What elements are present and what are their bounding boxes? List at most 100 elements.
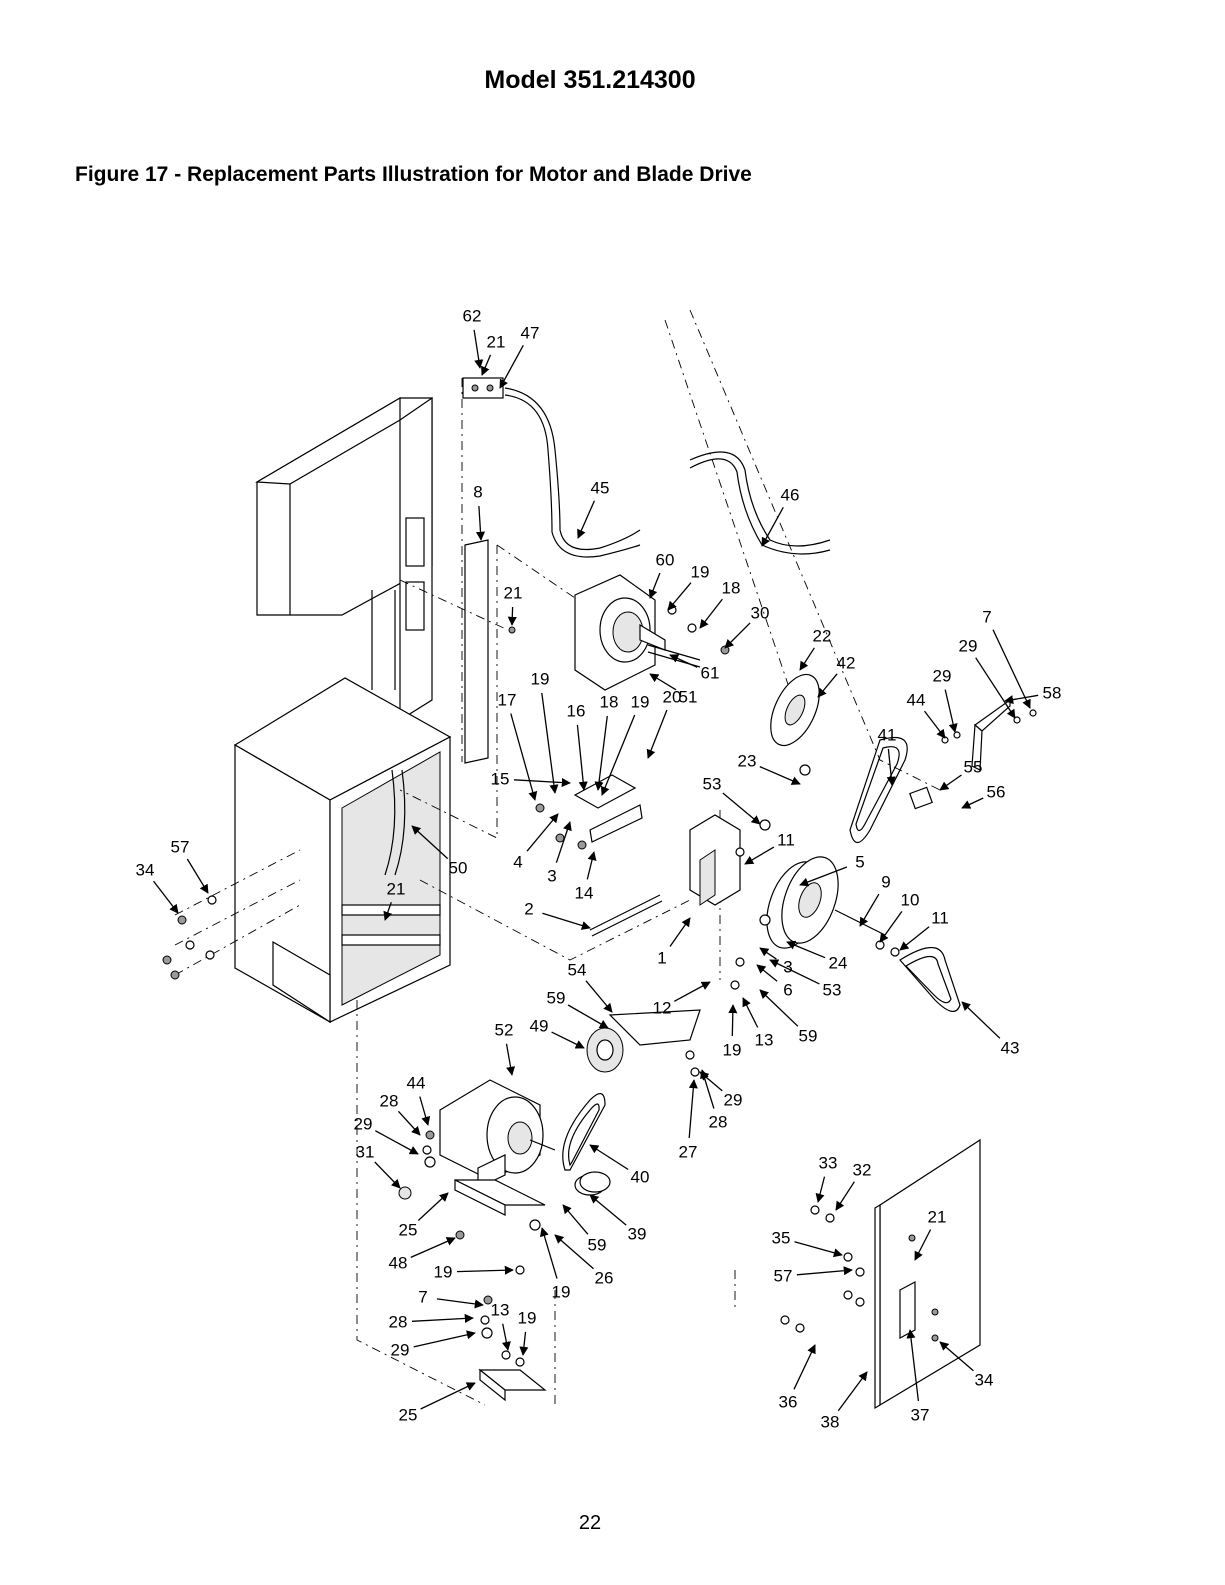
callout-3: 47	[521, 324, 540, 343]
leader-arrow-29	[759, 766, 801, 785]
callout-68: 39	[628, 1225, 647, 1244]
leader-arrow-56	[728, 1004, 738, 1037]
leader-arrow-37	[799, 866, 848, 887]
callout-17: 29	[959, 637, 978, 656]
callout-34: 4	[513, 853, 522, 872]
switch-and-cords	[462, 377, 831, 558]
callout-15: 42	[837, 654, 856, 673]
leader-arrow-4	[475, 505, 486, 541]
callout-49: 53	[823, 981, 842, 1000]
callout-6: 46	[781, 486, 800, 505]
lower-cabinet	[233, 677, 452, 1024]
callout-64: 29	[724, 1091, 743, 1110]
callout-48: 3	[783, 958, 792, 977]
tension-lever	[909, 698, 1011, 810]
callout-23: 17	[498, 691, 517, 710]
leader-arrow-27	[646, 709, 668, 759]
callout-21: 58	[1043, 684, 1062, 703]
callout-87: 36	[779, 1393, 798, 1412]
mounting-plate	[464, 539, 489, 764]
motor-bracket-54	[608, 1009, 701, 1046]
leader-arrow-81	[815, 1176, 826, 1203]
leader-arrow-28	[513, 777, 571, 788]
leader-arrow-63	[374, 1161, 401, 1189]
leader-arrow-77	[519, 1331, 529, 1356]
leader-arrow-57	[742, 997, 759, 1028]
leader-arrow-84	[794, 1241, 843, 1258]
callout-44: 11	[931, 909, 949, 928]
leader-arrow-59	[961, 1001, 1001, 1039]
callout-41: 21	[387, 880, 406, 899]
callout-77: 19	[518, 1309, 537, 1328]
leader-arrow-75	[436, 1298, 484, 1309]
callout-85: 57	[774, 1267, 793, 1286]
callout-81: 33	[819, 1154, 838, 1173]
callout-70: 59	[588, 1236, 607, 1255]
figure-caption: Figure 17 - Replacement Parts Illustrati…	[75, 163, 752, 186]
leader-arrow-16	[992, 629, 1031, 709]
leader-arrow-82	[835, 1181, 855, 1211]
leader-arrow-49	[769, 959, 820, 985]
leader-arrow-74	[456, 1265, 514, 1275]
leader-arrow-71	[410, 1237, 456, 1258]
leader-arrow-54	[505, 1043, 516, 1076]
callout-74: 19	[434, 1263, 453, 1282]
leader-arrow-32	[961, 797, 984, 809]
callout-78: 28	[389, 1313, 408, 1332]
callout-79: 29	[391, 1341, 410, 1360]
callout-33: 11	[777, 831, 795, 850]
motor-pulley-49	[586, 1027, 624, 1073]
callout-29: 23	[738, 752, 757, 771]
lower-v-belt	[899, 946, 961, 1012]
callout-69: 25	[399, 1221, 418, 1240]
callout-75: 7	[418, 1288, 427, 1307]
callout-16: 7	[982, 608, 991, 627]
motor-mount-brackets	[454, 1179, 547, 1402]
leader-arrow-2	[480, 354, 492, 376]
callout-52: 59	[547, 989, 566, 1008]
callout-61: 28	[380, 1092, 399, 1111]
callout-20: 41	[878, 726, 897, 745]
leader-arrow-69	[417, 1192, 449, 1221]
leader-arrow-46	[669, 917, 691, 947]
drive-pulley-and-belt	[770, 673, 908, 844]
leader-arrow-20	[886, 748, 896, 786]
callout-43: 10	[901, 891, 920, 910]
callout-76: 13	[491, 1301, 510, 1320]
upper-frame-housing	[254, 396, 433, 722]
callout-27: 20	[663, 688, 682, 707]
callout-36: 14	[575, 884, 594, 903]
callout-60: 44	[407, 1074, 426, 1093]
callout-38: 57	[171, 838, 190, 857]
leader-arrow-89	[906, 1329, 920, 1402]
callout-47: 24	[829, 954, 848, 973]
callout-42: 9	[881, 873, 890, 892]
callout-32: 56	[987, 783, 1006, 802]
callout-37: 5	[855, 853, 864, 872]
leader-arrow-10	[724, 622, 751, 649]
callout-30: 53	[703, 775, 722, 794]
leader-arrow-68	[589, 1194, 627, 1226]
leader-arrow-11	[507, 606, 517, 626]
mounting-bracket	[689, 814, 741, 906]
callout-89: 37	[911, 1406, 930, 1425]
callout-65: 28	[709, 1113, 728, 1132]
gearbox-housing	[574, 574, 701, 691]
leader-arrow-43	[879, 911, 903, 943]
leader-arrow-78	[411, 1313, 474, 1323]
callout-28: 15	[491, 770, 510, 789]
leader-arrow-19	[923, 710, 946, 739]
callout-35: 3	[547, 867, 556, 886]
callout-82: 32	[853, 1161, 872, 1180]
leader-arrow-6	[761, 506, 784, 547]
page-number: 22	[578, 1512, 602, 1534]
leader-arrow-24	[576, 724, 588, 791]
callout-5: 45	[591, 479, 610, 498]
leader-arrow-53	[673, 981, 711, 1002]
leader-arrow-85	[796, 1266, 853, 1276]
leader-arrow-42	[859, 893, 880, 927]
callout-22: 19	[531, 670, 550, 689]
callout-53: 12	[653, 999, 672, 1018]
